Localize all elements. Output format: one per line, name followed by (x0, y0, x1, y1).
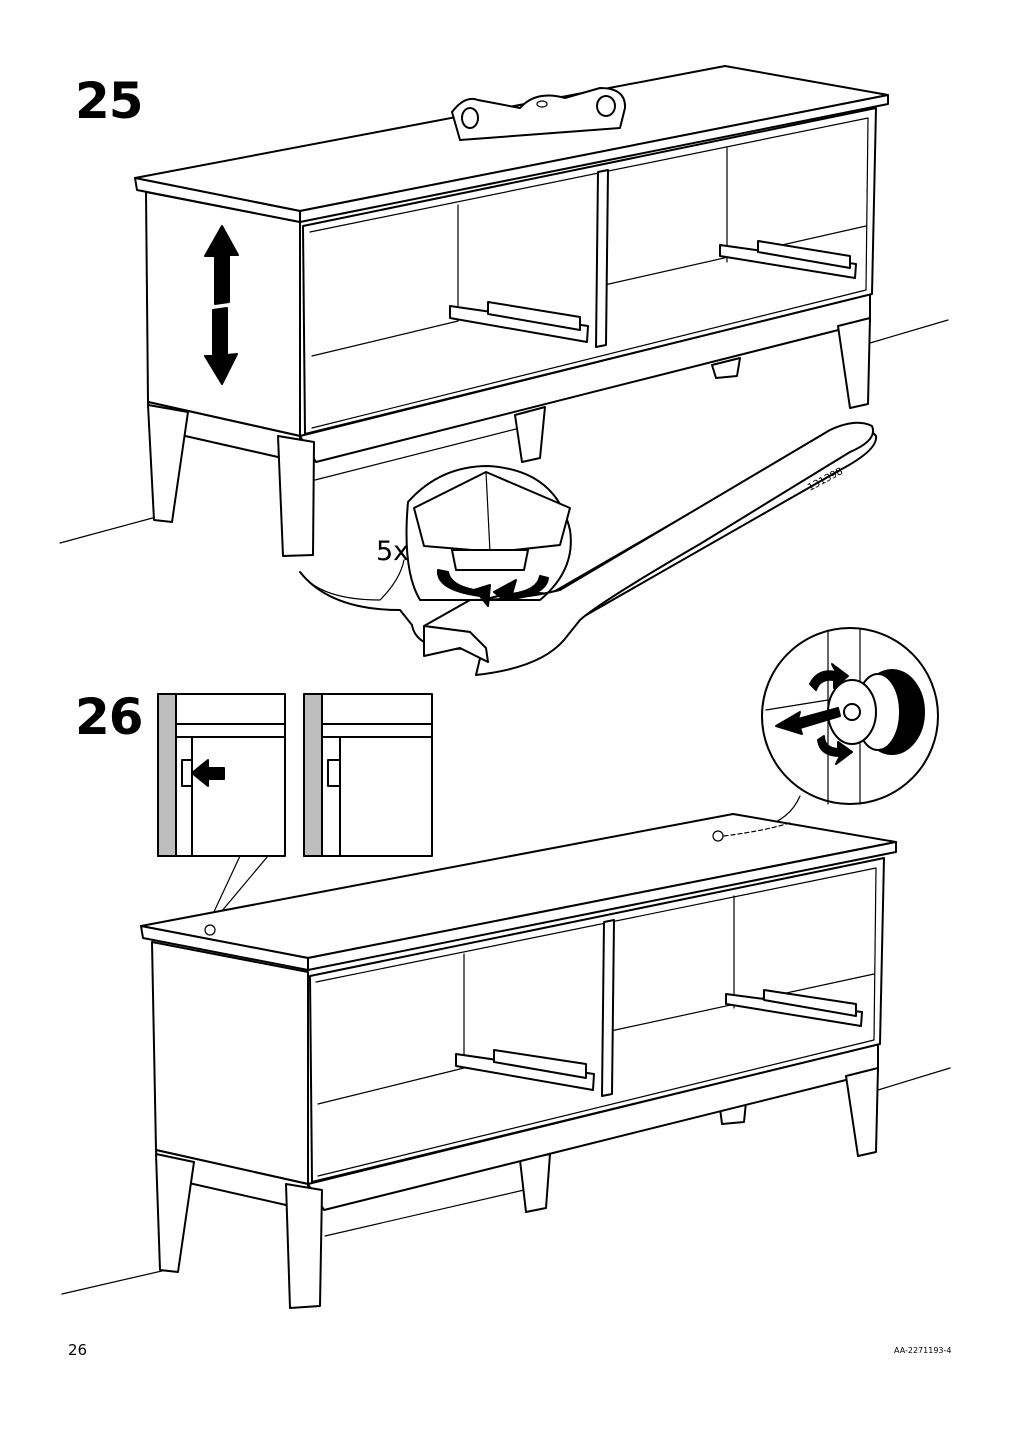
quantity-label: 5x (376, 536, 410, 567)
vertical-adjust-arrow-icon (204, 225, 239, 385)
document-code: AA-2271193-4 (894, 1346, 952, 1355)
rotate-arrows-icon (436, 569, 549, 607)
wall-fixing-icon (719, 627, 939, 837)
step-25-illustration (59, 65, 949, 676)
push-arrow-icon (191, 759, 225, 787)
spirit-level-icon (451, 87, 627, 141)
page-number: 26 (68, 1341, 88, 1359)
wall-fixing-detail-left (157, 693, 286, 857)
step-25-number: 25 (75, 72, 144, 130)
step-26-number: 26 (75, 688, 144, 746)
wall-fixing-detail-right (303, 693, 433, 857)
wrench-icon (299, 421, 878, 676)
step-26-illustration (61, 627, 951, 1309)
